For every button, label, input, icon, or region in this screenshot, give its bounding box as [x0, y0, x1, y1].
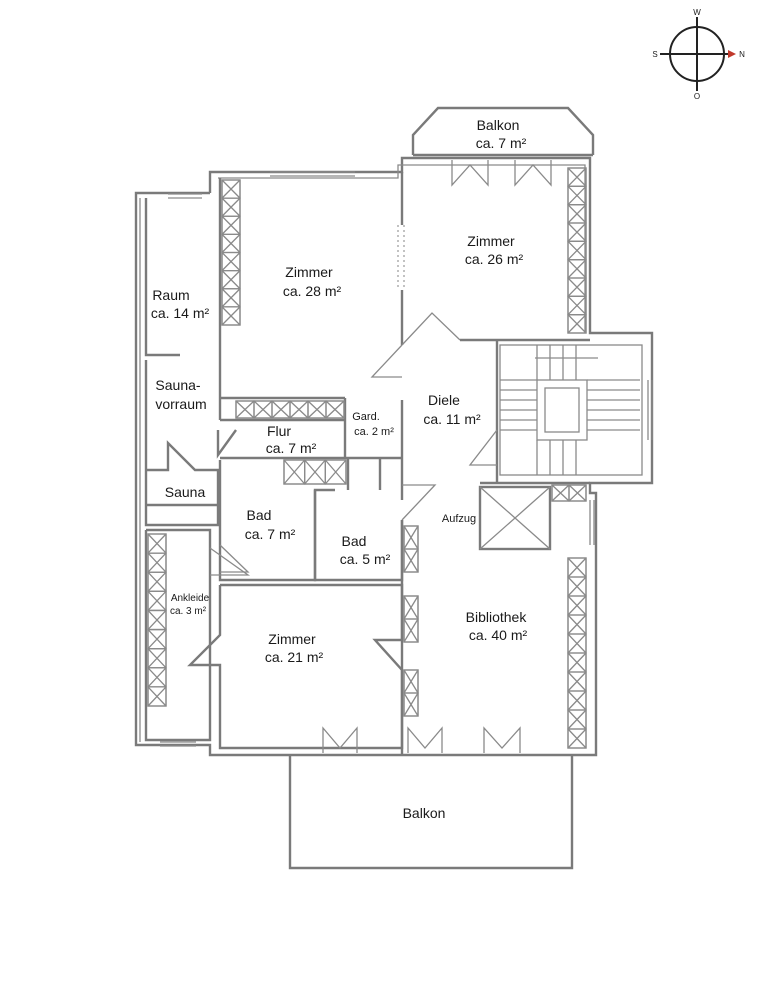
wardrobe-cell	[567, 652, 587, 673]
wardrobe-cell	[403, 525, 419, 550]
wardrobe-cell	[567, 709, 587, 730]
compass-bottom-label: O	[694, 92, 700, 101]
balkon-bottom-name: Balkon	[403, 805, 446, 821]
wardrobe-cell	[307, 400, 327, 419]
aufzug-name: Aufzug	[442, 513, 476, 525]
wardrobe-cell	[289, 400, 309, 419]
sauna-name: Sauna	[165, 484, 206, 500]
wardrobe-cell	[403, 548, 419, 573]
compass: W S N O	[652, 8, 745, 101]
wardrobe-cell	[403, 618, 419, 643]
bibliothek-name: Bibliothek	[466, 609, 528, 625]
balkon-top-area: ca. 7 m²	[476, 135, 527, 151]
wardrobe-cell	[568, 484, 587, 502]
gard-name: Gard.	[352, 411, 380, 423]
wardrobe-cell	[253, 400, 273, 419]
wardrobe-cell	[567, 633, 587, 654]
wardrobe-cell	[567, 185, 587, 206]
wardrobe-cell	[304, 459, 326, 485]
wardrobe-cell	[567, 671, 587, 692]
raum-name: Raum	[152, 287, 189, 303]
wardrobe-cell	[147, 667, 167, 688]
saunavorraum-line1: Sauna-	[155, 377, 200, 393]
wardrobe-cell	[221, 179, 241, 199]
diele-name: Diele	[428, 392, 460, 408]
bad7-area: ca. 7 m²	[245, 526, 296, 542]
wardrobe-cell	[221, 306, 241, 326]
bad5-name: Bad	[342, 533, 367, 549]
exterior-walls	[134, 106, 654, 870]
wardrobe-cell	[324, 459, 347, 485]
wardrobe-cell	[221, 288, 241, 308]
wardrobe-cell	[567, 259, 587, 279]
wardrobe-cell	[147, 648, 167, 669]
wardrobe-cell	[567, 595, 587, 616]
raum-area: ca. 14 m²	[151, 305, 210, 321]
zimmer26-area: ca. 26 m²	[465, 251, 524, 267]
wardrobe-cell	[325, 400, 345, 419]
wardrobe-cell	[147, 628, 167, 650]
saunavorraum-line2: vorraum	[155, 396, 206, 412]
compass-left-label: S	[652, 50, 657, 59]
wardrobe-cell	[567, 557, 587, 578]
wardrobe-cell	[551, 484, 570, 502]
staircase	[499, 344, 643, 476]
wardrobe-cell	[567, 277, 587, 297]
zimmer28-name: Zimmer	[285, 264, 333, 280]
wardrobe-cell	[567, 728, 587, 749]
wardrobe-cell	[567, 240, 587, 261]
diele-area: ca. 11 m²	[423, 411, 481, 427]
wardrobe-cell	[147, 590, 167, 612]
wardrobe-cell	[221, 251, 241, 272]
wardrobe-cell	[403, 595, 419, 620]
wardrobe-cell	[147, 686, 167, 707]
wardrobe-cell	[221, 269, 241, 290]
bibliothek-area: ca. 40 m²	[469, 627, 528, 643]
flur-area: ca. 7 m²	[266, 440, 317, 456]
wardrobe-cell	[221, 197, 241, 217]
wardrobe-cell	[147, 609, 167, 631]
wardrobe-cell	[567, 204, 587, 224]
room-labels: Balkon ca. 7 m² Zimmer ca. 28 m² Zimmer …	[151, 117, 528, 821]
wardrobe-cell	[283, 459, 306, 485]
wardrobe-cell	[567, 614, 587, 635]
compass-top-label: W	[693, 8, 701, 17]
north-arrow-icon	[728, 50, 736, 58]
bad5-area: ca. 5 m²	[340, 551, 391, 567]
ankleide-area: ca. 3 m²	[170, 606, 207, 617]
wardrobe-cell	[567, 222, 587, 242]
wardrobe-cell	[567, 314, 587, 334]
wardrobe-cell	[567, 295, 587, 316]
zimmer26-name: Zimmer	[467, 233, 515, 249]
wardrobe-cell	[567, 576, 587, 597]
compass-right-label: N	[739, 50, 745, 59]
wardrobe-cell	[221, 233, 241, 254]
ankleide-name: Ankleide	[171, 593, 210, 604]
zimmer28-area: ca. 28 m²	[283, 283, 342, 299]
interior-walls	[144, 172, 590, 755]
wardrobe-cell	[567, 167, 587, 187]
wardrobe-cell	[147, 552, 167, 573]
wardrobes	[147, 167, 587, 749]
wardrobe-cell	[147, 533, 167, 554]
balkon-top-name: Balkon	[477, 117, 520, 133]
wardrobe-cell	[567, 690, 587, 711]
zimmer21-name: Zimmer	[268, 631, 316, 647]
zimmer21-area: ca. 21 m²	[265, 649, 324, 665]
wardrobe-cell	[235, 400, 255, 419]
french-doors	[322, 160, 552, 753]
wardrobe-cell	[221, 215, 241, 236]
bad7-name: Bad	[247, 507, 272, 523]
wardrobe-cell	[147, 571, 167, 592]
gard-area: ca. 2 m²	[354, 426, 394, 438]
windows	[160, 171, 653, 747]
wardrobe-cell	[403, 669, 419, 694]
flur-name: Flur	[267, 423, 291, 439]
wardrobe-cell	[271, 400, 291, 419]
wardrobe-cell	[403, 692, 419, 717]
